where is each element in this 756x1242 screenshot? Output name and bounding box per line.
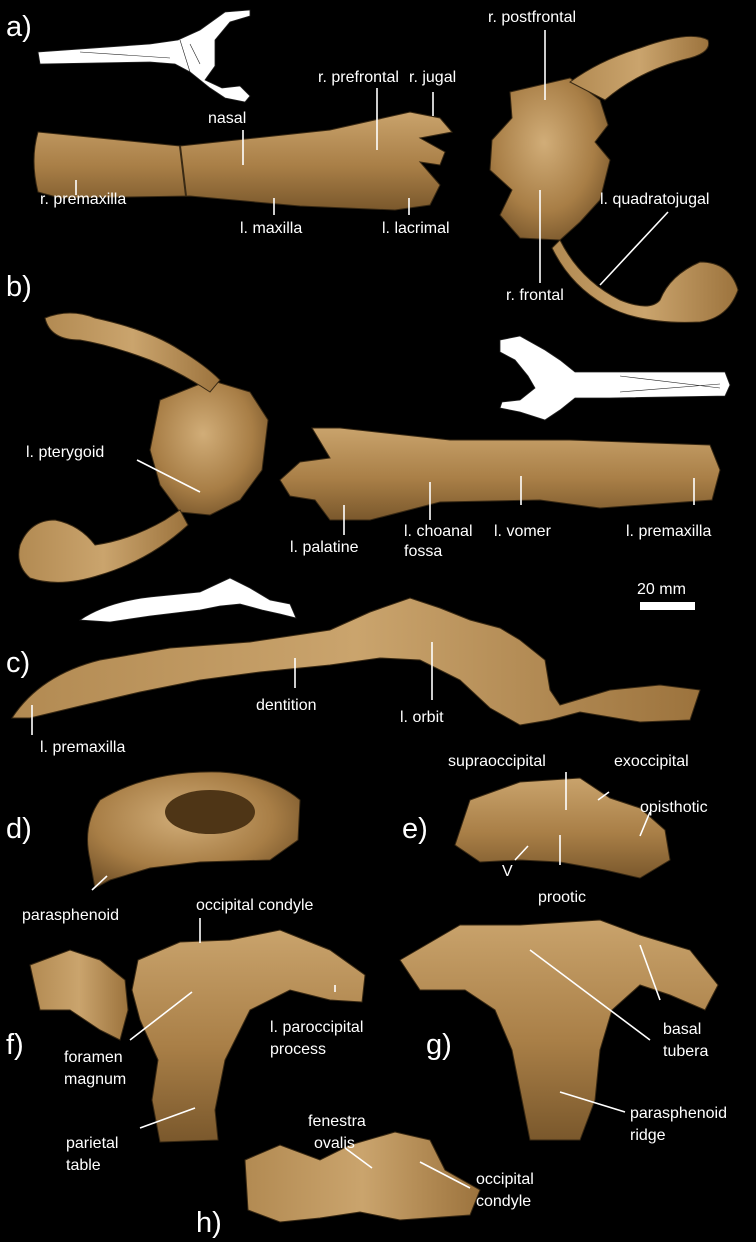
label-a-jugal: r. jugal	[409, 69, 456, 86]
panel-letter-g: g)	[426, 1029, 452, 1061]
label-c-premaxilla: l. premaxilla	[40, 739, 125, 756]
specimen-b-upper-arm	[44, 312, 221, 393]
panel-a	[33, 9, 739, 323]
label-b-pterygoid: l. pterygoid	[26, 444, 104, 461]
snout-suture	[179, 145, 187, 197]
silhouette-lateral	[78, 577, 297, 623]
silhouette-dorsal	[37, 9, 251, 103]
label-b-premaxilla: l. premaxilla	[626, 523, 711, 540]
panel-letter-a: a)	[6, 11, 32, 43]
scale-bar: 20 mm	[637, 581, 695, 610]
specimen-f-main	[131, 929, 366, 1143]
specimen-a-postfrontal-arm	[569, 35, 710, 101]
label-c-orbit: l. orbit	[400, 709, 444, 726]
label-a-postfrontal: r. postfrontal	[488, 9, 576, 26]
panel-letter-h: h)	[196, 1207, 222, 1239]
specimen-e	[454, 777, 671, 879]
label-h-occipital: occipital	[476, 1171, 534, 1188]
panel-d	[87, 771, 301, 889]
label-a-prefrontal: r. prefrontal	[318, 69, 399, 86]
specimen-h	[244, 1131, 481, 1223]
label-a-premaxilla: r. premaxilla	[40, 191, 126, 208]
label-b-choanal-fossa: fossa	[404, 543, 442, 560]
label-a-maxilla: l. maxilla	[240, 220, 302, 237]
specimen-d-cavity	[165, 790, 255, 834]
anatomical-labels: r. premaxilla nasal l. maxilla r. prefro…	[22, 9, 727, 1210]
label-b-palatine: l. palatine	[290, 539, 359, 556]
label-e-opisthotic: opisthotic	[640, 799, 708, 816]
scale-bar-line	[640, 602, 695, 610]
label-a-nasal: nasal	[208, 110, 246, 127]
label-f-parietal: parietal	[66, 1135, 118, 1152]
label-f-foramen-magnum: magnum	[64, 1071, 126, 1088]
panel-h	[244, 1131, 481, 1223]
specimen-a-skull-table	[489, 77, 611, 241]
leader-lines	[31, 30, 695, 1189]
specimen-a-quadratojugal-arm	[551, 239, 739, 323]
label-a-quadratojugal: l. quadratojugal	[600, 191, 709, 208]
label-f-paroccipital: l. paroccipital	[270, 1019, 363, 1036]
panel-b	[18, 312, 731, 583]
specimen-b-braincase	[149, 379, 269, 516]
panel-letter-b: b)	[6, 271, 32, 303]
label-a-lacrimal: l. lacrimal	[382, 220, 450, 237]
specimen-b-snout	[279, 427, 721, 521]
panel-letter-f: f)	[6, 1029, 24, 1061]
label-g-basal: basal	[663, 1021, 701, 1038]
label-f-occipital-condyle: occipital condyle	[196, 897, 314, 914]
label-e-v: V	[502, 863, 513, 880]
label-g-parasphenoid-ridge: ridge	[630, 1127, 666, 1144]
specimen-b-lower-arm	[18, 509, 189, 583]
specimen-g	[399, 919, 719, 1141]
label-h-occipital-condyle: condyle	[476, 1193, 531, 1210]
panel-c	[11, 577, 701, 726]
label-g-basal-tubera: tubera	[663, 1043, 708, 1060]
label-a-frontal: r. frontal	[506, 287, 564, 304]
panel-e	[454, 777, 671, 879]
panel-letter-d: d)	[6, 813, 32, 845]
panel-letter-c: c)	[6, 647, 30, 679]
label-e-exoccipital: exoccipital	[614, 753, 689, 770]
panel-g	[399, 919, 719, 1141]
silhouette-palatal	[499, 335, 731, 421]
scale-bar-label: 20 mm	[637, 581, 686, 598]
label-d-parasphenoid: parasphenoid	[22, 907, 119, 924]
label-f-parietal-table: table	[66, 1157, 101, 1174]
label-e-supraoccipital: supraoccipital	[448, 753, 546, 770]
specimen-f-fragment	[29, 949, 129, 1041]
label-h-fenestra-ovalis: ovalis	[314, 1135, 355, 1152]
panel-letters: a) b) c) d) e) f) g) h)	[6, 11, 452, 1239]
label-e-prootic: prootic	[538, 889, 586, 906]
label-b-choanal: l. choanal	[404, 523, 473, 540]
label-b-vomer: l. vomer	[494, 523, 552, 540]
label-g-parasphenoid: parasphenoid	[630, 1105, 727, 1122]
panel-letter-e: e)	[402, 813, 428, 845]
label-h-fenestra: fenestra	[308, 1113, 366, 1130]
label-c-dentition: dentition	[256, 697, 317, 714]
label-f-paroccipital-process: process	[270, 1041, 326, 1058]
specimen-c-lateral-skull	[11, 597, 701, 726]
label-f-foramen: foramen	[64, 1049, 123, 1066]
panel-f	[29, 929, 366, 1143]
